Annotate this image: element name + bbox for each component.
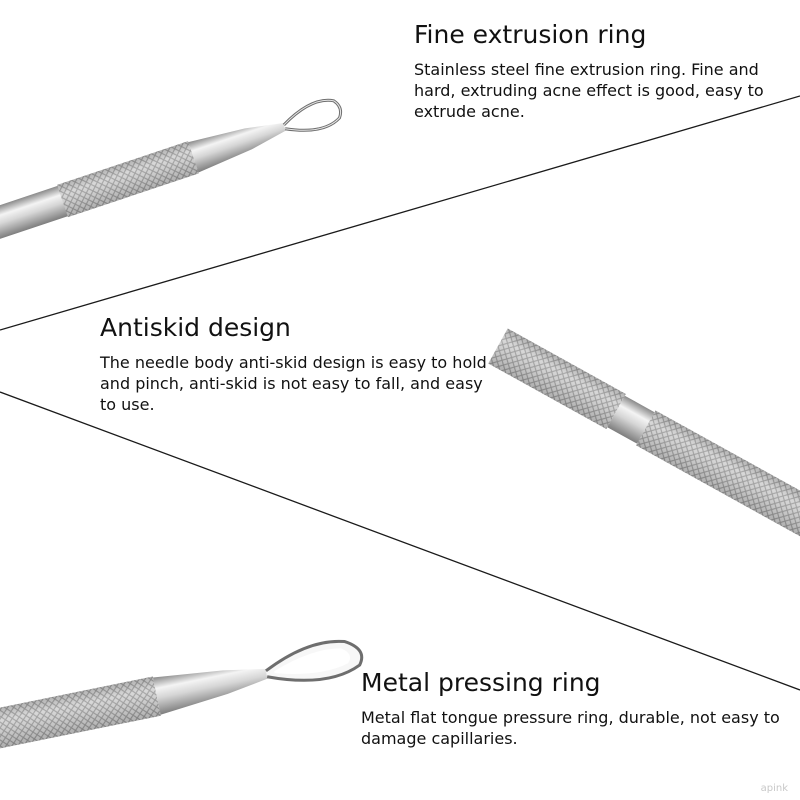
divider-line-lower bbox=[0, 391, 800, 691]
section-description: The needle body anti-skid design is easy… bbox=[100, 353, 487, 414]
section-metal-pressing-ring: Metal pressing ring Metal flat tongue pr… bbox=[361, 668, 781, 749]
antiskid-tool-body bbox=[488, 328, 800, 543]
divider-line-upper bbox=[0, 95, 800, 331]
extrusion-tool-top bbox=[0, 98, 343, 244]
section-title: Metal pressing ring bbox=[361, 668, 601, 697]
watermark: apink bbox=[760, 783, 788, 794]
section-fine-extrusion-ring: Fine extrusion ring Stainless steel fine… bbox=[414, 20, 798, 122]
section-description: Metal flat tongue pressure ring, durable… bbox=[361, 708, 780, 748]
section-title: Fine extrusion ring bbox=[414, 20, 647, 49]
section-description: Stainless steel fine extrusion ring. Fin… bbox=[414, 60, 764, 121]
pressing-ring-tool bbox=[0, 639, 364, 752]
section-antiskid-design: Antiskid design The needle body anti-ski… bbox=[100, 313, 490, 415]
section-title: Antiskid design bbox=[100, 313, 291, 342]
